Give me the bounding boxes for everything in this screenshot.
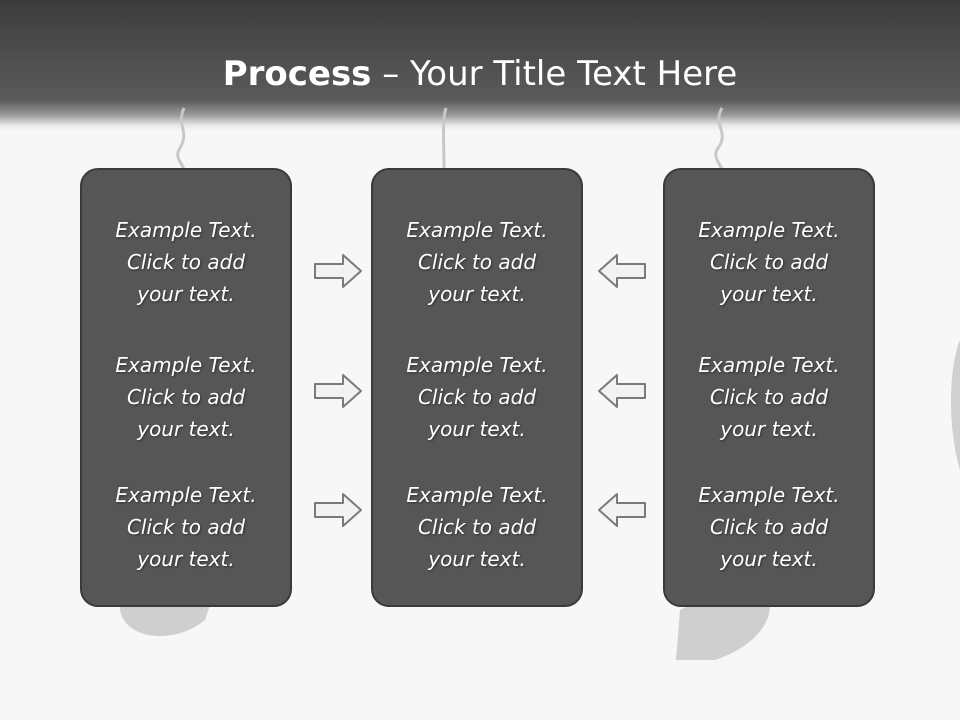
title-rest: – Your Title Text Here xyxy=(371,54,738,94)
panel-text[interactable]: Example Text. Click to add your text. xyxy=(406,218,548,306)
left-arrow-icon xyxy=(598,374,646,408)
panel-text[interactable]: Example Text. Click to add your text. xyxy=(698,353,840,441)
process-panel-center[interactable]: Example Text. Click to add your text. Ex… xyxy=(371,168,583,607)
panel-text[interactable]: Example Text. Click to add your text. xyxy=(115,483,257,571)
panel-text[interactable]: Example Text. Click to add your text. xyxy=(406,353,548,441)
headphone-shape-left xyxy=(120,605,210,637)
headphone-shape-right xyxy=(676,605,770,660)
panel-text[interactable]: Example Text. Click to add your text. xyxy=(698,218,840,306)
panel-text[interactable]: Example Text. Click to add your text. xyxy=(115,353,257,441)
process-panel-left[interactable]: Example Text. Click to add your text. Ex… xyxy=(80,168,292,607)
panel-text[interactable]: Example Text. Click to add your text. xyxy=(698,483,840,571)
right-arrow-icon xyxy=(314,493,362,527)
left-arrow-icon xyxy=(598,254,646,288)
left-arrow-icon xyxy=(598,493,646,527)
panel-text[interactable]: Example Text. Click to add your text. xyxy=(406,483,548,571)
hanging-cord-center xyxy=(442,107,448,171)
title-bar xyxy=(0,0,960,130)
right-arrow-icon xyxy=(314,254,362,288)
title-bold: Process xyxy=(222,54,372,94)
panel-text[interactable]: Example Text. Click to add your text. xyxy=(115,218,257,306)
process-panel-right[interactable]: Example Text. Click to add your text. Ex… xyxy=(663,168,875,607)
headphone-shape-edge xyxy=(951,340,960,470)
right-arrow-icon xyxy=(314,374,362,408)
page-title: Process – Your Title Text Here xyxy=(0,52,960,96)
